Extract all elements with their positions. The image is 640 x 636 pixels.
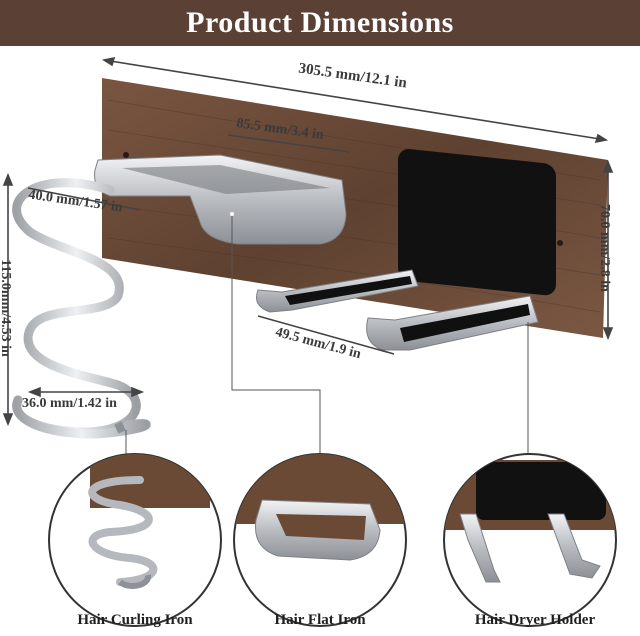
screw-hole-right (557, 240, 563, 246)
black-adhesive-pad (398, 149, 556, 296)
caption-dryer-holder: Hair Dryer Holder (474, 612, 596, 628)
page-title: Product Dimensions (186, 6, 454, 39)
dimension-spiral-inner: 36.0 mm/1.42 in (22, 396, 117, 411)
screw-hole-left (123, 152, 129, 158)
dimension-spiral-height: 115.0mm/4.53 in (0, 259, 13, 357)
curling-spiral (12, 178, 151, 439)
dimension-height: 70.0 mm/2.8 in (596, 204, 612, 292)
caption-flat-iron: Hair Flat Iron (274, 612, 366, 628)
caption-curling-iron: Hair Curling Iron (77, 612, 193, 628)
product-illustration (2, 56, 617, 627)
header-banner (0, 0, 640, 46)
